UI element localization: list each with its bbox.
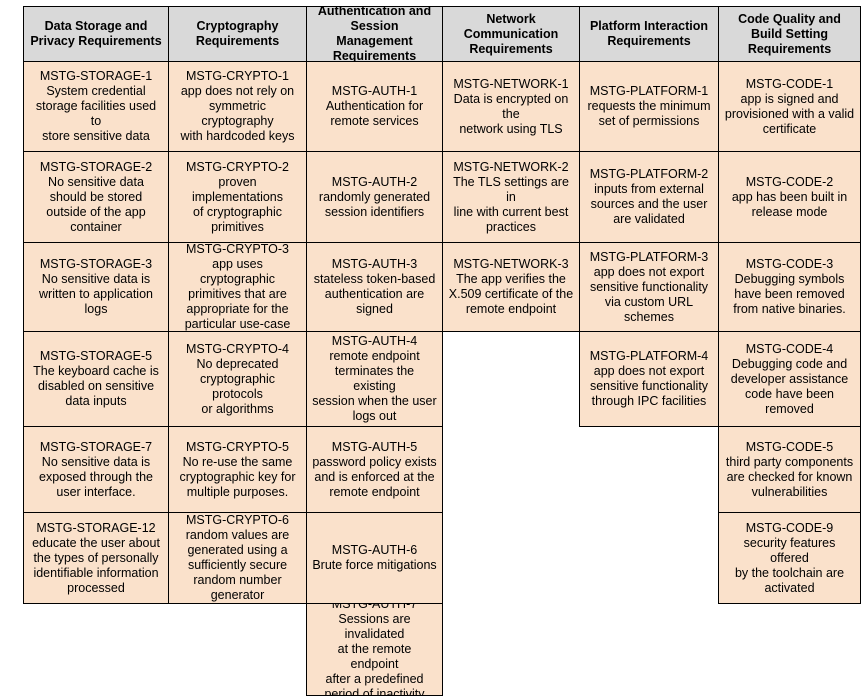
requirement-text: MSTG-CODE-5 third party components are c… (725, 439, 854, 499)
requirement-cell-mstg-auth-3: MSTG-AUTH-3 stateless token-based authen… (306, 242, 443, 332)
column-header-storage: Data Storage and Privacy Requirements (23, 6, 169, 62)
requirement-cell-mstg-storage-3: MSTG-STORAGE-3 No sensitive data is writ… (23, 242, 169, 332)
requirement-text: MSTG-STORAGE-12 educate the user about t… (32, 520, 160, 595)
column-header-code: Code Quality and Build Setting Requireme… (718, 6, 861, 62)
requirement-cell-mstg-auth-7: MSTG-AUTH-7 Sessions are invalidated at … (306, 603, 443, 696)
requirement-text: MSTG-PLATFORM-2 inputs from external sou… (589, 167, 709, 226)
requirement-cell-mstg-auth-2: MSTG-AUTH-2 randomly generated session i… (306, 151, 443, 243)
requirement-cell-mstg-platform-2: MSTG-PLATFORM-2 inputs from external sou… (579, 151, 719, 243)
column-code: Code Quality and Build Setting Requireme… (718, 6, 861, 604)
column-header-label: Cryptography Requirements (195, 19, 280, 48)
requirement-text: MSTG-AUTH-2 randomly generated session i… (318, 174, 431, 219)
requirement-text: MSTG-CRYPTO-3 app uses cryptographic pri… (184, 242, 291, 331)
column-header-label: Code Quality and Build Setting Requireme… (738, 11, 841, 56)
requirement-text: MSTG-NETWORK-1 Data is encrypted on the … (453, 76, 569, 136)
requirement-cell-mstg-code-2: MSTG-CODE-2 app has been built in releas… (718, 151, 861, 243)
requirement-cell-mstg-auth-5: MSTG-AUTH-5 password policy exists and i… (306, 426, 443, 513)
column-header-network: Network Communication Requirements (442, 6, 580, 62)
requirement-cell-mstg-storage-5: MSTG-STORAGE-5 The keyboard cache is dis… (23, 331, 169, 427)
requirement-cell-mstg-auth-4: MSTG-AUTH-4 remote endpoint terminates t… (306, 331, 443, 427)
requirement-text: MSTG-STORAGE-1 System credential storage… (35, 69, 157, 143)
requirement-text: MSTG-CODE-1 app is signed and provisione… (724, 76, 855, 136)
requirement-text: MSTG-AUTH-1 Authentication for remote se… (325, 84, 424, 128)
column-header-label: Platform Interaction Requirements (589, 19, 709, 48)
requirement-text: MSTG-AUTH-5 password policy exists and i… (312, 439, 437, 499)
requirement-cell-mstg-crypto-3: MSTG-CRYPTO-3 app uses cryptographic pri… (168, 242, 307, 332)
requirement-cell-mstg-auth-1: MSTG-AUTH-1 Authentication for remote se… (306, 61, 443, 152)
requirement-text: MSTG-CRYPTO-1 app does not rely on symme… (180, 69, 295, 143)
requirement-cell-mstg-crypto-5: MSTG-CRYPTO-5 No re-use the same cryptog… (168, 426, 307, 513)
requirement-cell-mstg-platform-4: MSTG-PLATFORM-4 app does not export sens… (579, 331, 719, 427)
requirement-text: MSTG-PLATFORM-4 app does not export sens… (589, 349, 709, 408)
requirement-text: MSTG-STORAGE-3 No sensitive data is writ… (39, 257, 153, 316)
requirement-text: MSTG-CRYPTO-2 proven implementations of … (185, 159, 290, 234)
requirement-cell-mstg-code-9: MSTG-CODE-9 security features offered by… (718, 512, 861, 604)
requirement-text: MSTG-NETWORK-2 The TLS settings are in l… (453, 159, 569, 234)
requirement-cell-mstg-code-4: MSTG-CODE-4 Debugging code and developer… (718, 331, 861, 427)
requirement-cell-mstg-network-2: MSTG-NETWORK-2 The TLS settings are in l… (442, 151, 580, 243)
requirement-cell-mstg-storage-7: MSTG-STORAGE-7 No sensitive data is expo… (23, 426, 169, 513)
requirement-text: MSTG-AUTH-7 Sessions are invalidated at … (324, 603, 425, 696)
requirement-cell-mstg-crypto-6: MSTG-CRYPTO-6 random values are generate… (168, 512, 307, 604)
column-auth: Authentication and Session Management Re… (306, 6, 443, 696)
requirement-text: MSTG-PLATFORM-1 requests the minimum set… (587, 84, 711, 128)
requirement-cell-mstg-storage-2: MSTG-STORAGE-2 No sensitive data should … (23, 151, 169, 243)
requirement-text: MSTG-AUTH-6 Brute force mitigations (312, 543, 437, 572)
requirement-cell-mstg-crypto-4: MSTG-CRYPTO-4 No deprecated cryptographi… (168, 331, 307, 427)
requirement-cell-mstg-platform-1: MSTG-PLATFORM-1 requests the minimum set… (579, 61, 719, 152)
requirement-cell-mstg-crypto-1: MSTG-CRYPTO-1 app does not rely on symme… (168, 61, 307, 152)
requirement-text: MSTG-CODE-9 security features offered by… (734, 520, 845, 595)
requirement-text: MSTG-CODE-2 app has been built in releas… (731, 174, 848, 219)
column-header-label: Authentication and Session Management Re… (317, 6, 432, 62)
requirement-cell-mstg-network-1: MSTG-NETWORK-1 Data is encrypted on the … (442, 61, 580, 152)
requirement-cell-mstg-platform-3: MSTG-PLATFORM-3 app does not export sens… (579, 242, 719, 332)
requirement-cell-mstg-code-5: MSTG-CODE-5 third party components are c… (718, 426, 861, 513)
requirement-cell-mstg-crypto-2: MSTG-CRYPTO-2 proven implementations of … (168, 151, 307, 243)
requirement-text: MSTG-CODE-4 Debugging code and developer… (730, 341, 849, 416)
requirement-text: MSTG-AUTH-3 stateless token-based authen… (313, 257, 436, 316)
column-header-crypto: Cryptography Requirements (168, 6, 307, 62)
column-header-auth: Authentication and Session Management Re… (306, 6, 443, 62)
column-header-label: Data Storage and Privacy Requirements (30, 19, 162, 48)
column-header-platform: Platform Interaction Requirements (579, 6, 719, 62)
requirement-text: MSTG-STORAGE-5 The keyboard cache is dis… (33, 349, 159, 408)
requirement-cell-mstg-network-3: MSTG-NETWORK-3 The app verifies the X.50… (442, 242, 580, 332)
requirement-text: MSTG-PLATFORM-3 app does not export sens… (589, 249, 709, 324)
requirement-text: MSTG-CRYPTO-4 No deprecated cryptographi… (185, 341, 290, 416)
column-header-label: Network Communication Requirements (463, 11, 559, 56)
requirement-cell-mstg-code-3: MSTG-CODE-3 Debugging symbols have been … (718, 242, 861, 332)
requirement-text: MSTG-STORAGE-2 No sensitive data should … (39, 159, 153, 234)
requirement-text: MSTG-AUTH-4 remote endpoint terminates t… (312, 334, 437, 423)
requirement-text: MSTG-NETWORK-3 The app verifies the X.50… (448, 257, 574, 316)
requirement-cell-mstg-storage-1: MSTG-STORAGE-1 System credential storage… (23, 61, 169, 152)
requirement-text: MSTG-CODE-3 Debugging symbols have been … (733, 257, 846, 316)
requirement-cell-mstg-auth-6: MSTG-AUTH-6 Brute force mitigations (306, 512, 443, 604)
requirement-text: MSTG-STORAGE-7 No sensitive data is expo… (39, 439, 153, 499)
requirement-cell-mstg-code-1: MSTG-CODE-1 app is signed and provisione… (718, 61, 861, 152)
requirement-text: MSTG-CRYPTO-6 random values are generate… (185, 513, 290, 602)
requirement-cell-mstg-storage-12: MSTG-STORAGE-12 educate the user about t… (23, 512, 169, 604)
requirement-text: MSTG-CRYPTO-5 No re-use the same cryptog… (179, 439, 296, 499)
